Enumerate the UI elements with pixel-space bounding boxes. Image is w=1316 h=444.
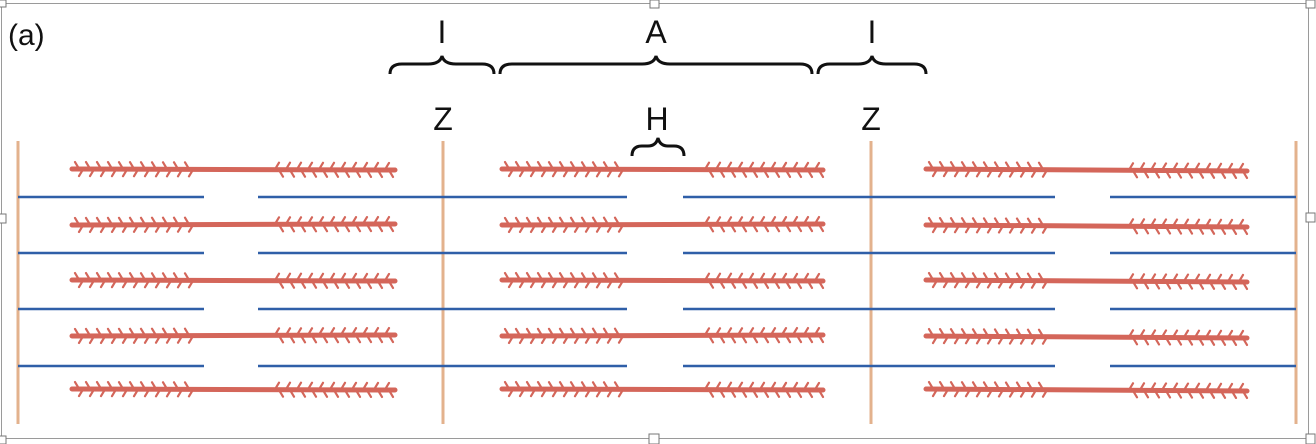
selection-handle-bottom-left[interactable] (0, 435, 7, 444)
h-zone-bracket (630, 137, 686, 157)
selection-handle-top-right[interactable] (1305, 0, 1316, 9)
selection-handle-top-left[interactable] (0, 0, 7, 8)
thick-filament (69, 160, 398, 179)
selection-handle-middle-left[interactable] (0, 213, 7, 224)
z-line-left-label: Z (433, 101, 453, 137)
a-band-label: A (645, 14, 667, 50)
thick-filament (499, 380, 826, 399)
i-band-left-bracket (388, 55, 496, 75)
selection-handle-middle-right[interactable] (1305, 212, 1316, 223)
panel-label: (a) (8, 19, 45, 52)
thick-filament (69, 326, 398, 345)
h-zone-label: H (645, 101, 668, 137)
thick-filament (69, 271, 398, 290)
thick-filament (923, 271, 1250, 291)
selection-handle-bottom-right[interactable] (1305, 433, 1316, 444)
thick-filament (923, 380, 1250, 400)
thick-filament (69, 215, 398, 234)
z-lines (16, 141, 1298, 424)
thick-filament (69, 380, 398, 399)
image-border (1, 3, 1309, 439)
i-band-right-bracket (816, 55, 928, 75)
thick-filament (499, 160, 826, 179)
thick-filament (923, 160, 1250, 180)
thick-filament (923, 327, 1250, 347)
i-band-left-label: I (438, 14, 447, 50)
thick-filament (923, 216, 1250, 236)
thick-filament (499, 326, 826, 345)
thick-filament (499, 215, 826, 234)
thick-filaments (69, 160, 1250, 400)
z-line-right-label: Z (861, 101, 881, 137)
i-band-right-label: I (868, 14, 877, 50)
selection-handle-bottom-center[interactable] (648, 433, 660, 444)
selection-handle-top-center[interactable] (649, 0, 660, 9)
thin-filaments (18, 195, 1296, 368)
thick-filament (499, 271, 826, 290)
a-band-bracket (498, 55, 814, 75)
